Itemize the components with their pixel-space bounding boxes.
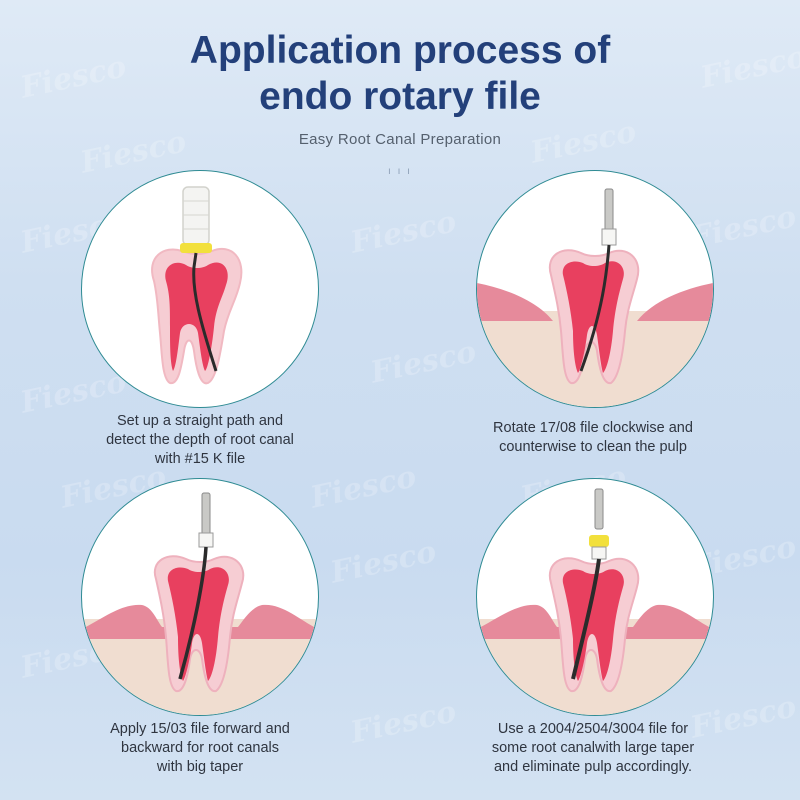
step-1-caption-line: detect the depth of root canal — [106, 432, 294, 448]
page-subtitle: Easy Root Canal Preparation — [298, 131, 502, 148]
title-line-2: endo rotary file — [259, 75, 541, 118]
step-4-caption-line: some root canalwith large taper — [491, 740, 695, 756]
step-3-caption-line: backward for root canals — [121, 740, 279, 756]
page-title: Application process of endo rotary file — [0, 28, 800, 120]
step-4-caption-line: and eliminate pulp accordingly. — [493, 759, 692, 775]
step-2-caption-line: Rotate 17/08 file clockwise and — [493, 420, 693, 436]
step-4-caption: Use a 2004/2504/3004 file for some root … — [443, 720, 743, 777]
watermark: Fiesco — [347, 204, 460, 261]
step-4-illustration-circle — [476, 478, 714, 716]
tooth-with-k-file-icon — [151, 186, 243, 385]
step-1-caption-line: Set up a straight path and — [116, 413, 284, 429]
step-2-caption-line: counterwise to clean the pulp — [499, 439, 687, 455]
title-line-1: Application process of — [189, 29, 611, 72]
step-3-illustration-circle — [81, 478, 319, 716]
watermark: Fiesco — [367, 334, 480, 391]
step-3-caption-line: with big taper — [156, 759, 244, 775]
step-1-illustration-circle — [81, 170, 319, 408]
tooth-in-gum-with-large-taper-file-icon — [477, 488, 713, 715]
divider-tick-marks: ı ı ı — [388, 166, 412, 177]
step-2-illustration-circle — [476, 170, 714, 408]
step-3-caption-line: Apply 15/03 file forward and — [110, 721, 290, 737]
step-2-caption: Rotate 17/08 file clockwise and counterw… — [443, 419, 743, 457]
step-3-caption: Apply 15/03 file forward and backward fo… — [50, 720, 350, 777]
step-1-caption: Set up a straight path and detect the de… — [50, 412, 350, 469]
tooth-in-gum-with-tapered-file-icon — [82, 492, 318, 715]
watermark: Fiesco — [327, 534, 440, 591]
step-4-caption-line: Use a 2004/2504/3004 file for — [497, 721, 689, 737]
tooth-in-gum-with-rotary-file-icon — [477, 188, 713, 407]
step-1-caption-line: with #15 K file — [154, 451, 246, 467]
